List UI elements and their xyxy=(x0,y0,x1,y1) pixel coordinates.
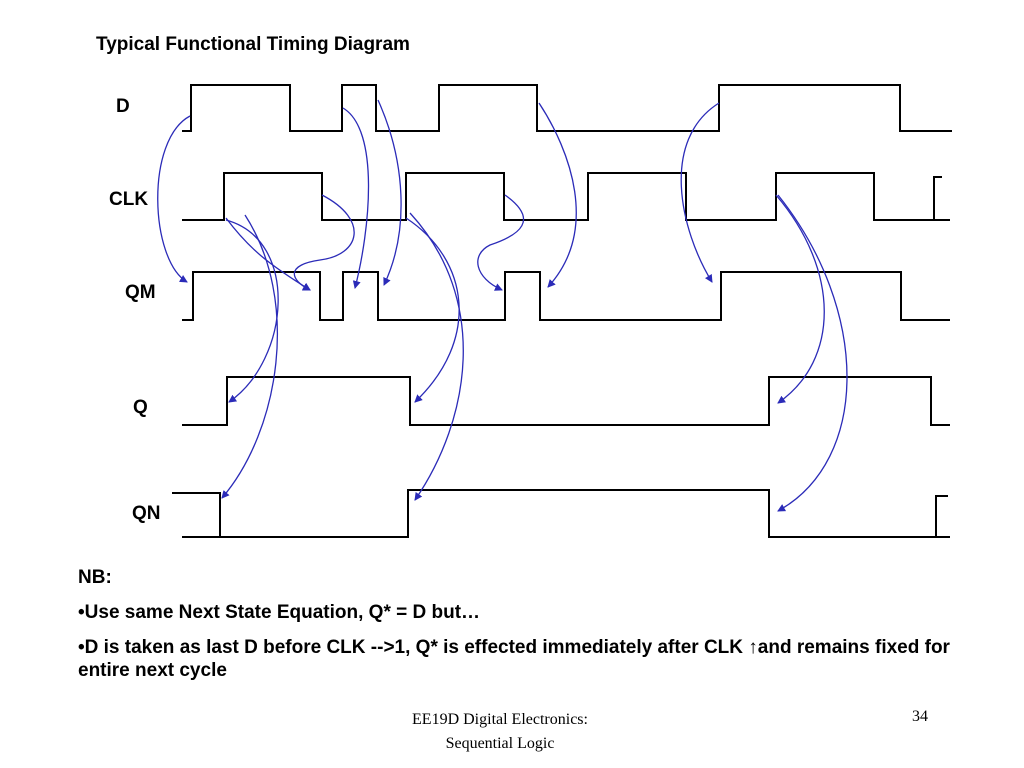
signal-label-qm: QM xyxy=(125,282,156,303)
waveform-clk xyxy=(182,172,950,221)
page-number: 34 xyxy=(912,708,928,725)
arrow-clk-to-q-3 xyxy=(775,194,825,404)
diagram-title: Typical Functional Timing Diagram xyxy=(96,34,410,55)
arrow-d-to-qm-3 xyxy=(377,99,402,286)
note-line-2-text: •D is taken as last D before CLK -->1, Q… xyxy=(78,637,749,658)
note-line-1: •Use same Next State Equation, Q* = D bu… xyxy=(78,602,481,623)
arrow-clk-to-qn-1 xyxy=(221,214,278,499)
arrow-d-to-qm-4 xyxy=(538,102,577,288)
rising-edge-arrow-icon: ↑ xyxy=(748,637,758,658)
arrow-d-to-qm-2 xyxy=(342,107,370,289)
note-line-2-continuation: and remains fixed for entire next cycle xyxy=(78,637,950,681)
arrow-clk-to-qm-3 xyxy=(477,194,525,291)
arrow-clk-to-qm-2 xyxy=(293,194,355,291)
notes-block: NB: •Use same Next State Equation, Q* = … xyxy=(78,566,958,694)
slide-footer: EE19D Digital Electronics: Sequential Lo… xyxy=(380,708,620,756)
arrow-clk-to-q-1 xyxy=(225,219,279,403)
waveform-qn xyxy=(172,489,950,538)
waveform-d xyxy=(182,84,952,132)
waveform-q xyxy=(182,376,950,426)
signal-label-q: Q xyxy=(133,397,148,418)
signal-label-d: D xyxy=(116,96,130,117)
arrow-clk-to-qn-3 xyxy=(777,194,848,512)
signal-label-clk: CLK xyxy=(109,189,149,210)
footer-topic: Sequential Logic xyxy=(445,735,555,752)
note-line-2: •D is taken as last D before CLK -->1, Q… xyxy=(78,636,958,682)
footer-course: EE19D Digital Electronics: xyxy=(412,711,588,728)
arrow-clk-to-qn-2 xyxy=(409,212,464,501)
waveform-qm xyxy=(182,271,950,321)
signal-label-qn: QN xyxy=(132,503,161,524)
notes-heading: NB: xyxy=(78,567,112,588)
arrow-d-to-qm-1 xyxy=(157,115,191,283)
timing-diagram xyxy=(157,84,952,538)
arrow-clk-to-q-2 xyxy=(405,217,460,403)
arrow-d-to-qm-5 xyxy=(680,102,720,283)
